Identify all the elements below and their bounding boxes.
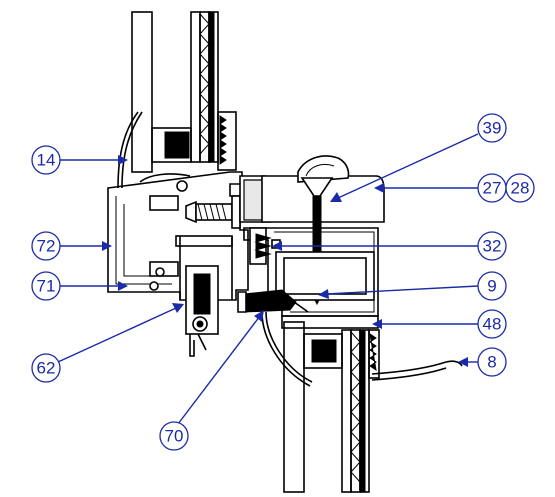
callout-39[interactable]: 39 [330, 113, 507, 202]
connector-block-27 [239, 175, 385, 223]
hardware-screw-left [185, 195, 241, 229]
callout-label-48: 48 [483, 315, 502, 334]
callout-label-9: 9 [487, 277, 496, 296]
gasket-70 [237, 289, 313, 387]
drip-seal-8 [371, 360, 463, 381]
callout-label-39: 39 [483, 119, 502, 138]
callout-9[interactable]: 9 [318, 271, 507, 301]
callout-label-8: 8 [487, 353, 496, 372]
callout-32[interactable]: 32 [272, 231, 507, 261]
callout-label-32: 32 [483, 237, 502, 256]
callout-62[interactable]: 62 [31, 303, 184, 383]
callout-label-70: 70 [165, 427, 184, 446]
callout-8[interactable]: 8 [458, 347, 507, 377]
lower-glazing [283, 321, 370, 493]
sash-profile-9 [243, 227, 379, 317]
callout-label-28: 28 [511, 179, 530, 198]
callout-70[interactable]: 70 [159, 310, 264, 451]
callout-72[interactable]: 72 [31, 231, 112, 261]
callout-label-72: 72 [37, 237, 56, 256]
upper-glazing-bead [151, 111, 237, 171]
handle-27-28 [297, 155, 350, 183]
upper-seal-14 [117, 111, 143, 189]
callout-label-71: 71 [37, 277, 56, 296]
callout-label-62: 62 [37, 359, 56, 378]
callout-label-14: 14 [37, 151, 56, 170]
frame-profile-72 [107, 171, 249, 301]
callout-27-28[interactable]: 27 28 [374, 173, 535, 203]
callout-48[interactable]: 48 [372, 309, 507, 339]
lock-block-62 [185, 265, 219, 357]
upper-glazing [131, 11, 219, 173]
callout-14[interactable]: 14 [31, 145, 128, 175]
callout-label-27: 27 [483, 179, 502, 198]
callout-71[interactable]: 71 [31, 271, 128, 301]
